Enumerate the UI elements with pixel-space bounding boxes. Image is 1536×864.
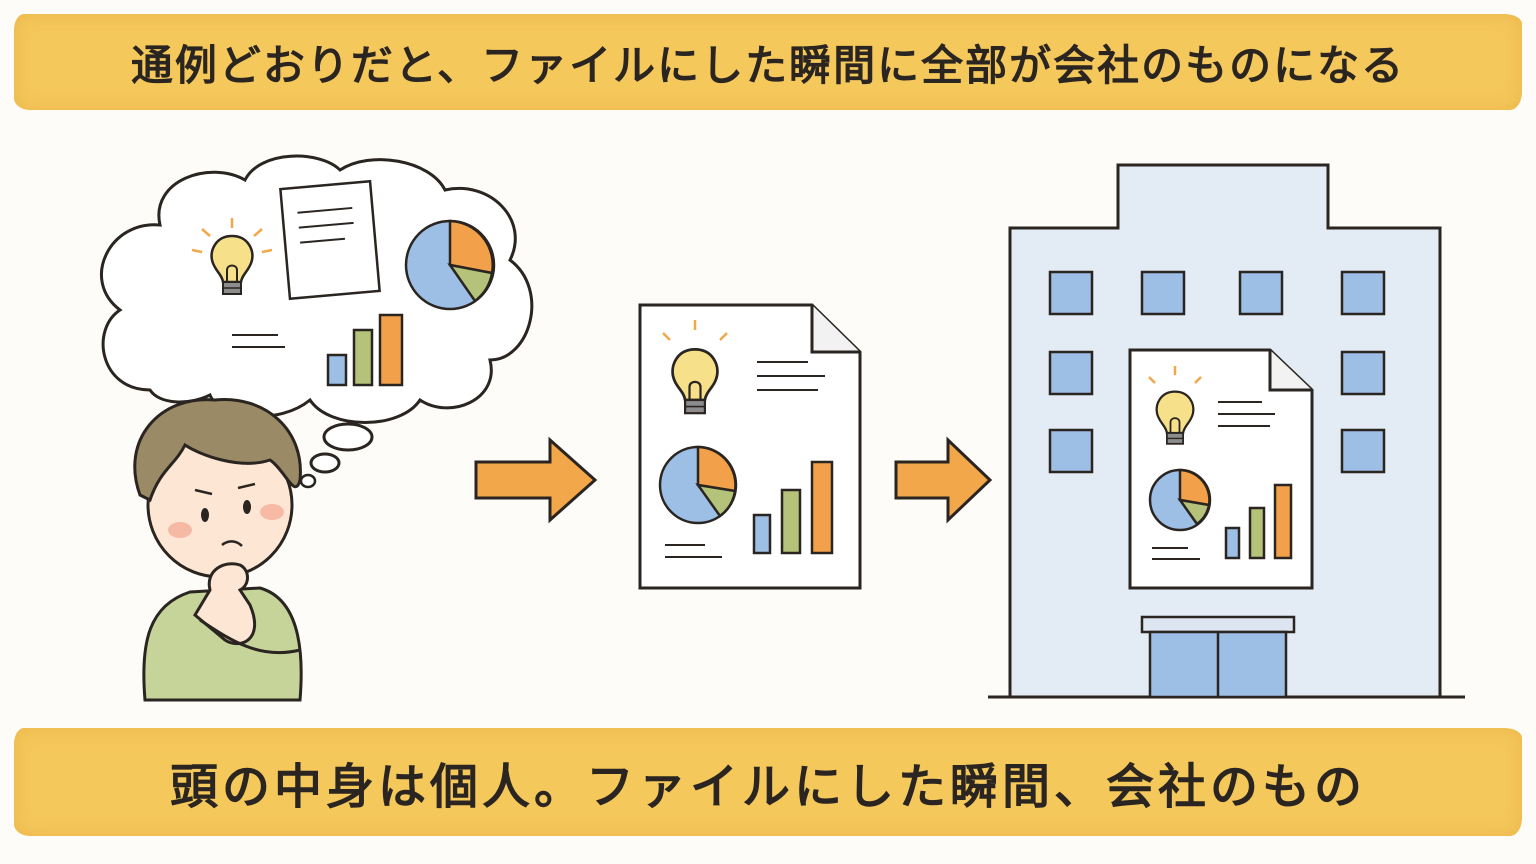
pie-chart-icon — [404, 219, 496, 311]
caption-text: 頭の中身は個人。ファイルにした瞬間、会社のもの — [169, 759, 1366, 815]
arrow-right-icon — [894, 436, 993, 524]
lightbulb-icon — [191, 218, 273, 296]
text-lines — [232, 334, 285, 348]
caption-banner: 頭の中身は個人。ファイルにした瞬間、会社のもの — [14, 728, 1522, 836]
building-icon — [988, 163, 1465, 699]
title-banner: 通例どおりだと、ファイルにした瞬間に全部が会社のものになる — [14, 14, 1522, 110]
document-icon — [279, 179, 381, 301]
title-text: 通例どおりだと、ファイルにした瞬間に全部が会社のものになる — [130, 40, 1406, 90]
building-windows — [1048, 270, 1386, 474]
person-icon — [133, 398, 303, 702]
arrow-right-icon — [474, 436, 598, 524]
document-icon — [638, 303, 862, 590]
bar-chart-icon — [326, 313, 404, 387]
